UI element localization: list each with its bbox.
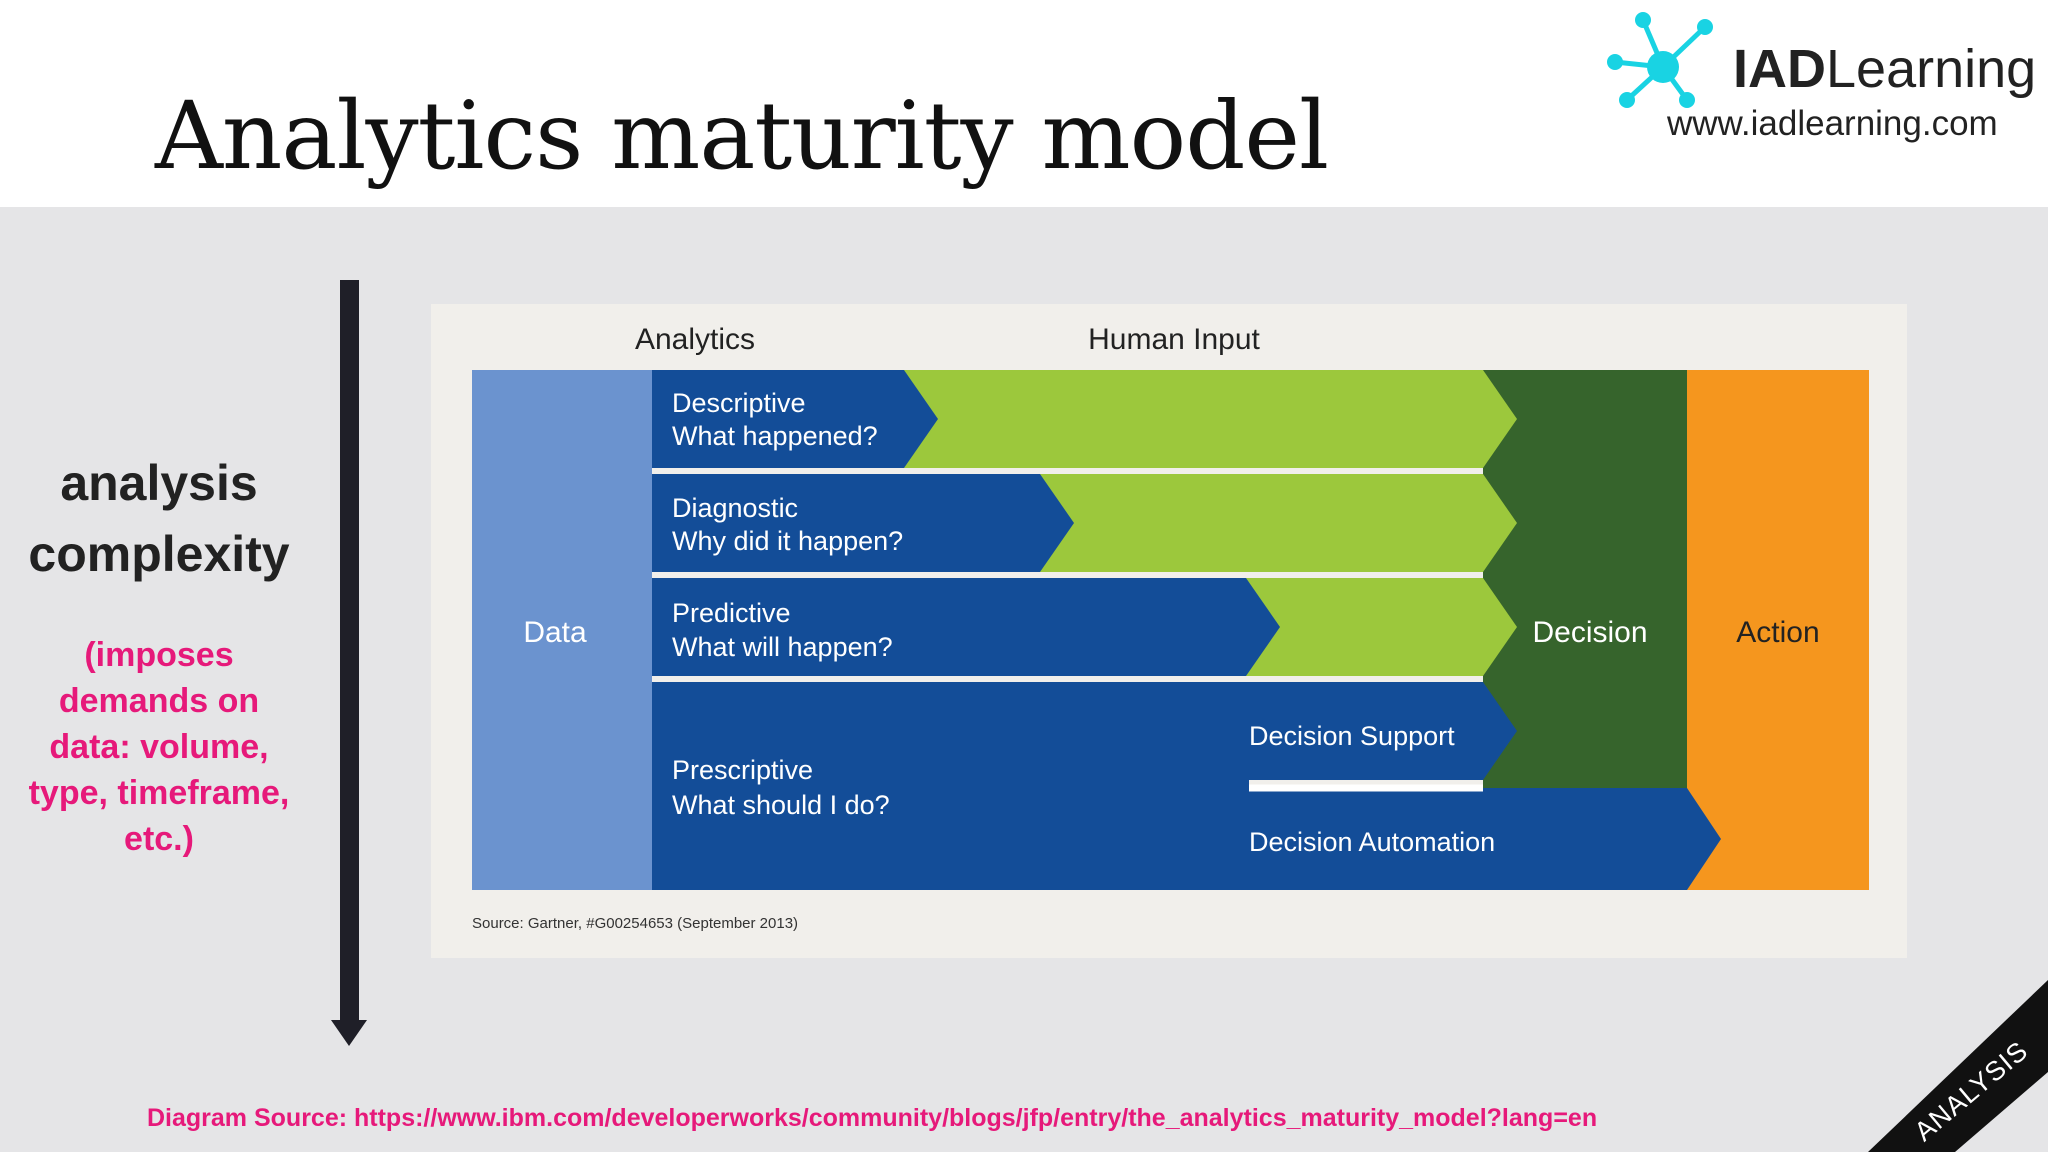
logo-brand-bold: IAD — [1733, 39, 1826, 99]
decision-column — [1483, 370, 1687, 790]
side-label-line1: analysis — [60, 455, 258, 511]
analytics-chevron-predictive — [652, 578, 1280, 676]
row-subtitle-prescriptive: What should I do? — [672, 790, 890, 820]
logo-brand-rest: Learning — [1826, 39, 2037, 99]
decision-support-label: Decision Support — [1249, 721, 1455, 751]
data-column — [472, 370, 652, 890]
complexity-arrow-head — [331, 1020, 367, 1046]
diagram-source-note: Source: Gartner, #G00254653 (September 2… — [472, 915, 798, 932]
analysis-corner-ribbon: ANALYSIS — [1868, 980, 2048, 1152]
side-note-line: data: volume, — [49, 728, 269, 766]
action-column — [1687, 370, 1869, 890]
analytics-header: Analytics — [635, 323, 755, 356]
diagram-source-footer: Diagram Source: https://www.ibm.com/deve… — [147, 1104, 1598, 1132]
data-demands-note: (imposes demands on data: volume, type, … — [10, 632, 308, 862]
molecule-icon — [1607, 12, 1713, 108]
slide-title: Analytics maturity model — [155, 82, 1329, 191]
human-input-chevron-diagnostic — [1040, 474, 1517, 572]
human-input-chevron-descriptive — [904, 370, 1517, 468]
logo-url: www.iadlearning.com — [1667, 104, 1998, 143]
decision-automation-label: Decision Automation — [1249, 827, 1495, 857]
analytics-chevron-descriptive — [652, 370, 938, 468]
side-note-line: etc.) — [124, 820, 194, 858]
row-title-predictive: Predictive — [672, 598, 791, 628]
ribbon-band — [1868, 980, 2048, 1152]
side-note-line: demands on — [58, 682, 260, 720]
analytics-maturity-diagram: Analytics Human Input Data Decision Acti… — [472, 323, 1869, 932]
row-title-diagnostic: Diagnostic — [672, 493, 798, 523]
complexity-arrow-shaft — [340, 280, 359, 1020]
analysis-complexity-label: analysis complexity — [0, 448, 318, 590]
side-label-line2: complexity — [28, 526, 290, 582]
analytics-chevron-prescriptive — [652, 682, 1721, 890]
action-label: Action — [1736, 616, 1819, 649]
human-input-header: Human Input — [1088, 323, 1260, 356]
side-note-line: type, timeframe, — [28, 774, 290, 812]
human-input-chevron-predictive — [1246, 578, 1517, 676]
row-title-prescriptive: Prescriptive — [672, 755, 813, 785]
logo-brand: IADLearning — [1733, 38, 2036, 100]
side-note-line: (imposes — [84, 636, 234, 674]
row-subtitle-descriptive: What happened? — [672, 421, 878, 451]
decision-label: Decision — [1532, 616, 1647, 649]
row-title-descriptive: Descriptive — [672, 388, 806, 418]
data-label: Data — [523, 616, 587, 649]
row-subtitle-predictive: What will happen? — [672, 632, 893, 662]
iadlearning-logo: IADLearning www.iadlearning.com — [1605, 12, 2036, 152]
row-subtitle-diagnostic: Why did it happen? — [672, 526, 903, 556]
analytics-chevron-diagnostic — [652, 474, 1074, 572]
